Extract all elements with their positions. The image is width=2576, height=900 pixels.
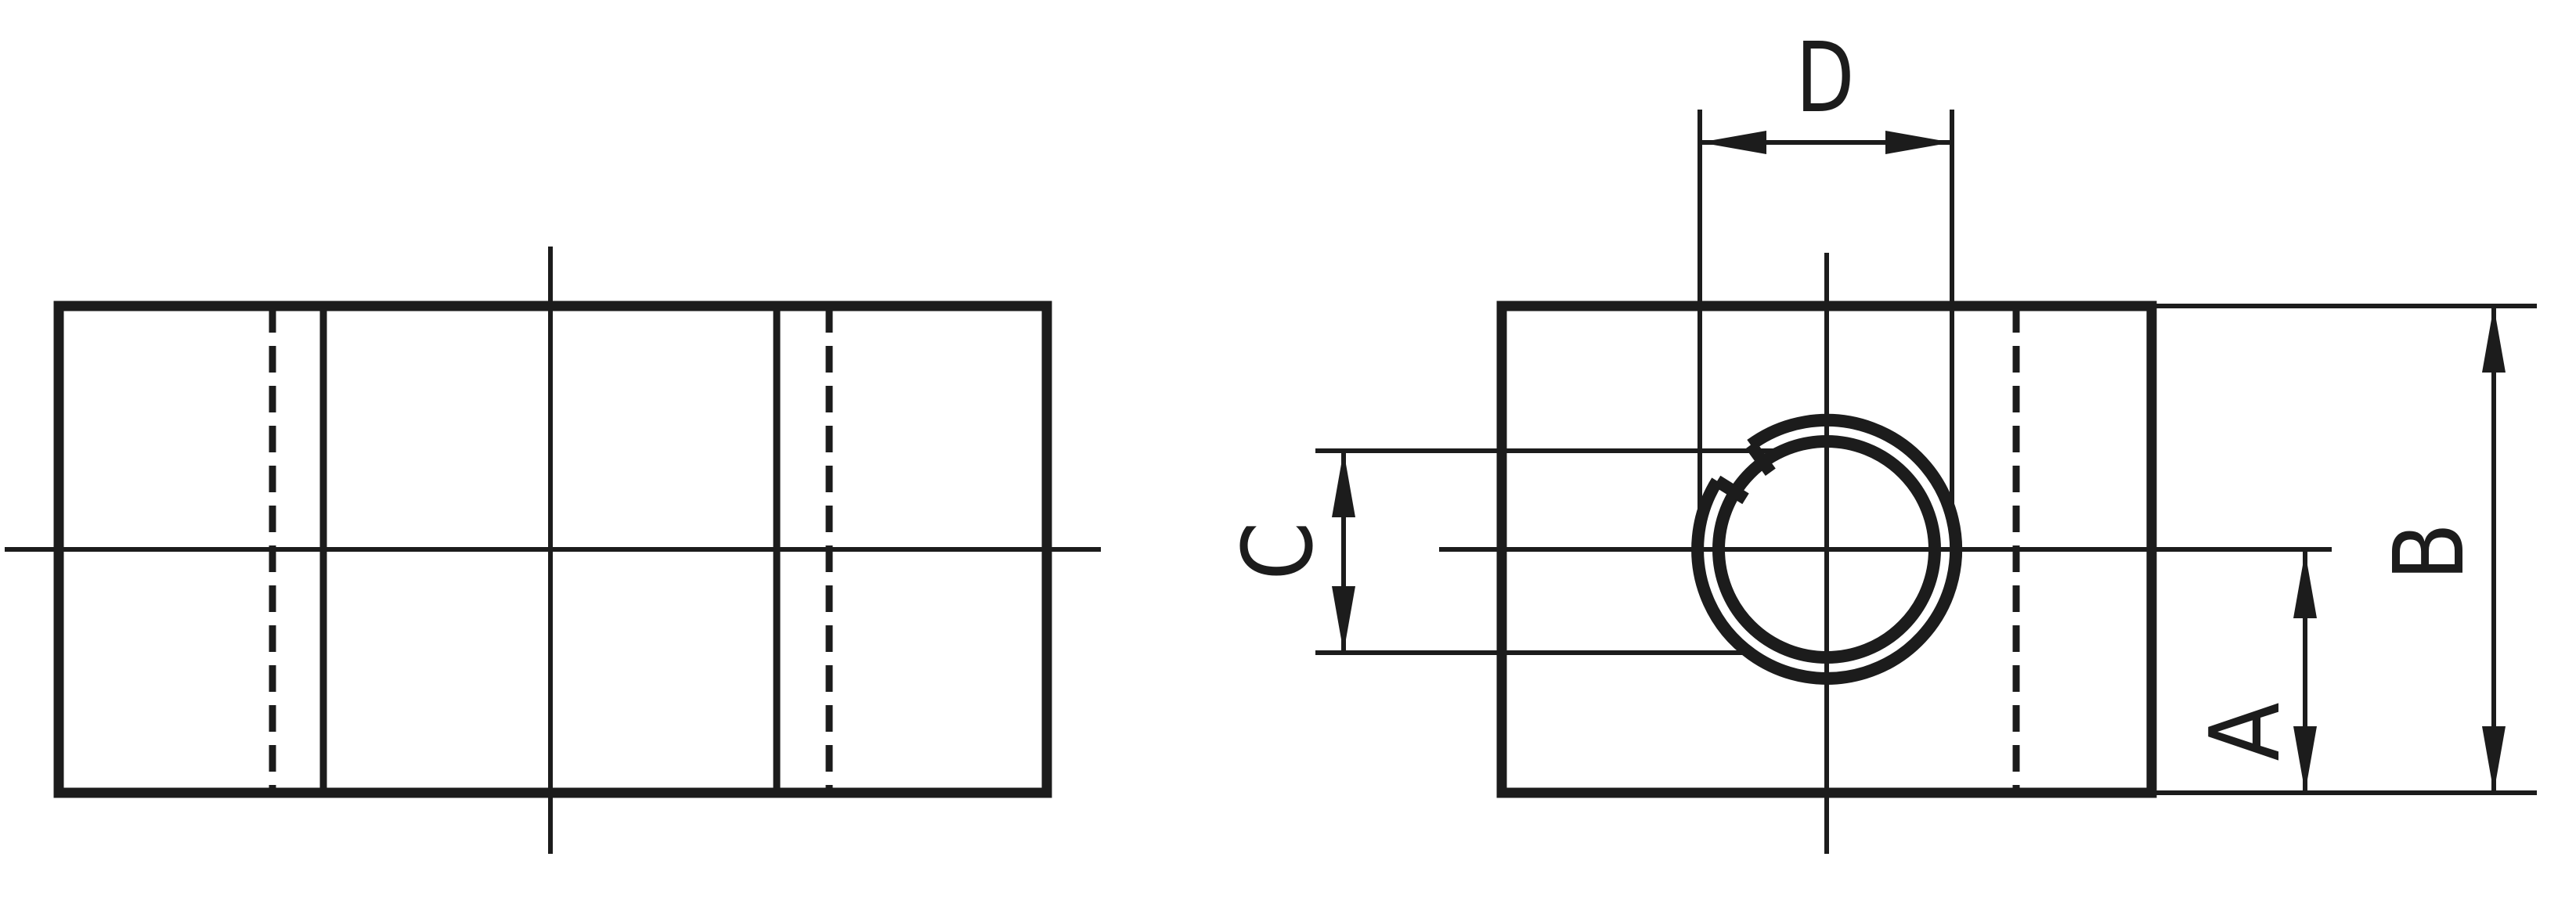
dim-a-arrow-up-icon <box>2293 552 2317 618</box>
threaded-hole <box>1691 413 1963 685</box>
dim-b-arrow-down-icon <box>2482 726 2506 793</box>
dim-b-arrow-up-icon <box>2482 306 2506 373</box>
dim-c-arrow-down-icon <box>1332 586 1355 653</box>
dim-a-label: A <box>2190 703 2302 761</box>
front-view <box>5 247 1101 854</box>
dim-c-label: C <box>1223 522 1335 581</box>
side-view <box>1439 253 2332 854</box>
dimension-c: C <box>1223 448 1791 655</box>
dim-a-arrow-down-icon <box>2293 726 2317 793</box>
thread-minor-circle <box>1712 435 1941 664</box>
thread-major-arc <box>1691 413 1963 685</box>
dimension-a: A <box>2190 552 2317 793</box>
thread-break-jog-lower <box>1713 475 1749 505</box>
dim-d-arrow-left-icon <box>1700 131 1766 154</box>
dim-c-arrow-up-icon <box>1332 451 1355 517</box>
dim-b-label: B <box>2374 523 2486 581</box>
dim-d-arrow-right-icon <box>1885 131 1952 154</box>
dimension-d: D <box>1697 23 1954 523</box>
dim-d-label: D <box>1796 23 1855 135</box>
dimension-b: B <box>2153 304 2537 795</box>
